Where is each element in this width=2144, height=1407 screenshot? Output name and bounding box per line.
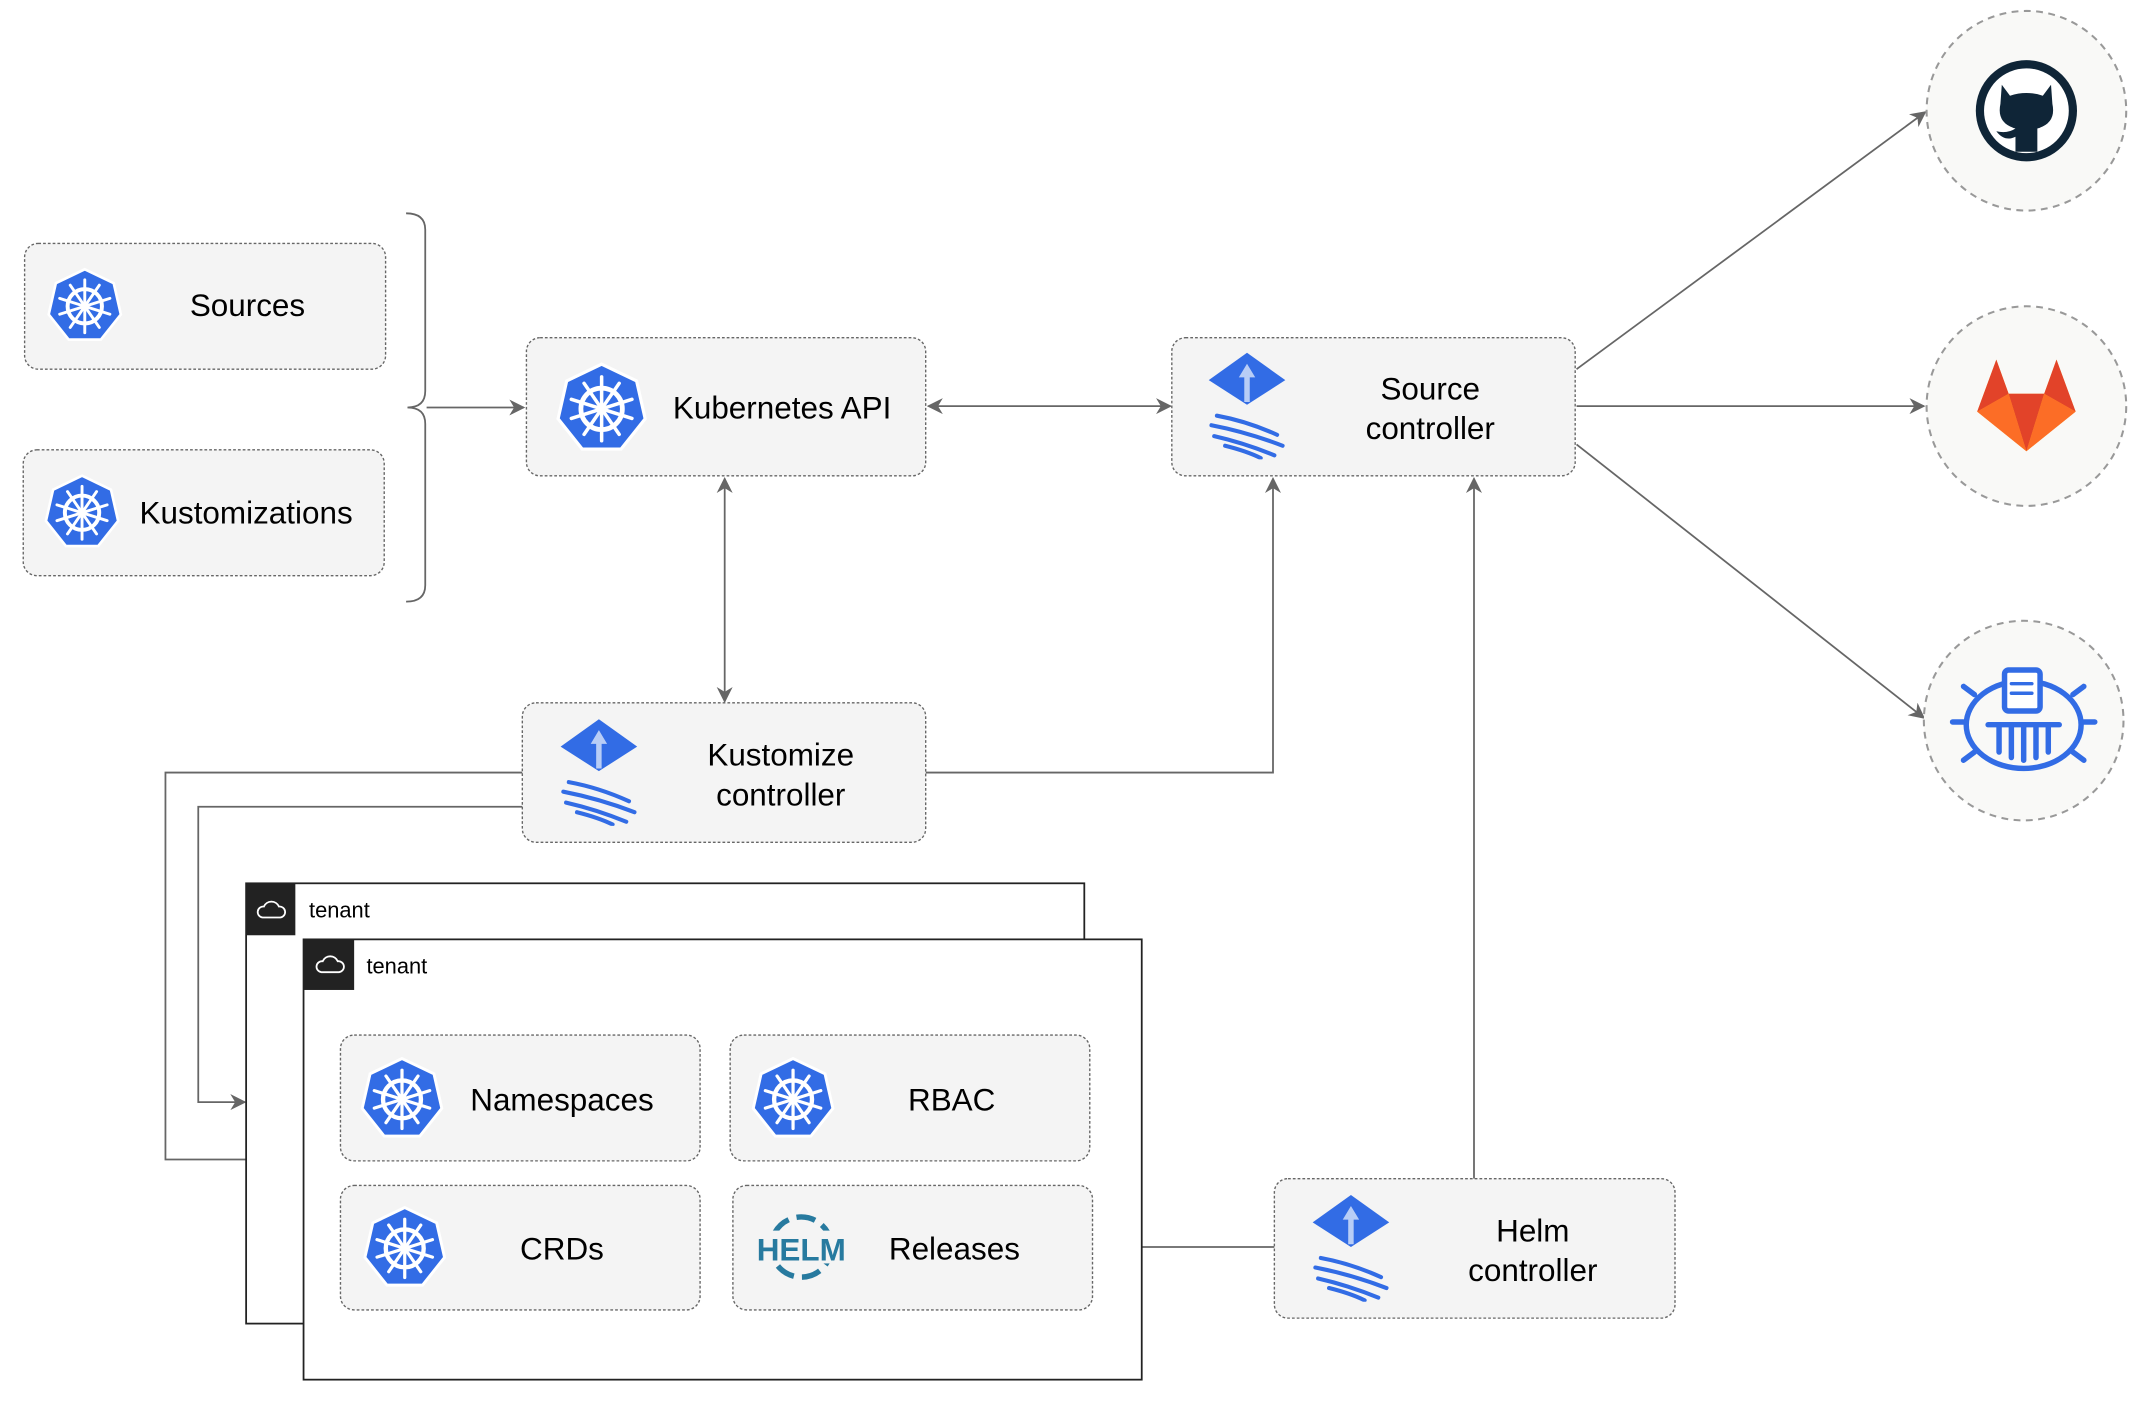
gitlab-icon bbox=[1977, 359, 2076, 452]
node-sources: Sources bbox=[23, 242, 387, 370]
node-helm-controller: Helm controller bbox=[1273, 1177, 1676, 1319]
node-label: RBAC bbox=[908, 1082, 995, 1117]
github-source bbox=[1925, 9, 2128, 212]
node-label-line1: Source bbox=[1380, 371, 1480, 406]
node-source-controller: Source controller bbox=[1171, 337, 1576, 477]
github-icon bbox=[1975, 60, 2077, 162]
node-label: Releases bbox=[889, 1231, 1020, 1266]
bracket bbox=[406, 212, 427, 603]
node-kustomizations: Kustomizations bbox=[22, 449, 385, 577]
edge-kustomize-to-tenant-front bbox=[164, 771, 523, 1168]
node-label-line2: controller bbox=[1366, 411, 1495, 446]
node-label: Kubernetes API bbox=[673, 390, 891, 425]
edge-kustomize-to-tenant-back bbox=[197, 805, 523, 1111]
helm-repository-source bbox=[1922, 619, 2125, 822]
node-releases: HELM Releases bbox=[732, 1184, 1094, 1311]
helm-repository-icon bbox=[1949, 667, 2098, 772]
node-label: CRDs bbox=[520, 1231, 604, 1266]
node-rbac: RBAC bbox=[729, 1034, 1091, 1162]
node-label: Kustomizations bbox=[140, 496, 353, 531]
gitlab-source bbox=[1925, 305, 2128, 507]
node-label-line2: controller bbox=[716, 777, 845, 812]
node-kustomize-controller: Kustomize controller bbox=[521, 702, 927, 843]
node-crds: CRDs bbox=[339, 1184, 701, 1311]
tenant-label: tenant bbox=[366, 954, 427, 979]
helm-icon: HELM bbox=[752, 1214, 851, 1280]
edge-kustomize-to-source bbox=[925, 476, 1281, 774]
tenant-label: tenant bbox=[309, 897, 370, 922]
helm-logo-text: HELM bbox=[757, 1233, 846, 1268]
node-kubernetes-api: Kubernetes API bbox=[525, 337, 927, 477]
node-label: Sources bbox=[190, 288, 305, 323]
node-label: Namespaces bbox=[470, 1082, 653, 1117]
node-label-line2: controller bbox=[1468, 1253, 1597, 1288]
edge-source-to-github bbox=[1576, 111, 1927, 370]
node-namespaces: Namespaces bbox=[339, 1034, 701, 1162]
edge-source-to-helm-repo bbox=[1576, 443, 1926, 719]
node-label-line1: Helm bbox=[1496, 1214, 1569, 1249]
node-label-line1: Kustomize bbox=[707, 738, 854, 773]
